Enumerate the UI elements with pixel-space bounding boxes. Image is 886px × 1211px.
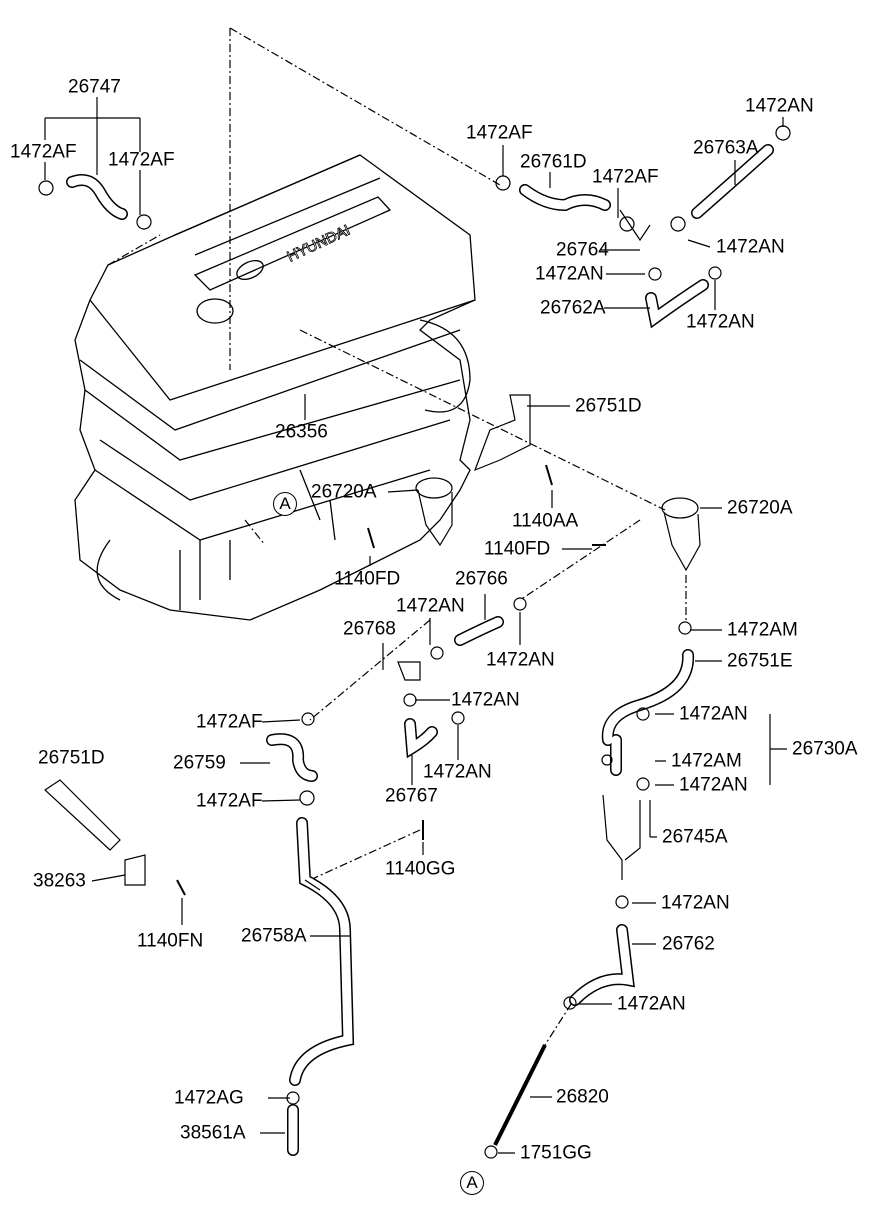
part-number-label: 26720A	[311, 481, 377, 503]
part-number-label: 1472AF	[196, 790, 263, 812]
part-number-label: 1472AF	[592, 166, 659, 188]
part-number-label: 26762	[662, 933, 715, 955]
leader-lines	[44, 97, 787, 1154]
part-number-label: 1472AN	[716, 236, 785, 258]
breather-tube	[493, 794, 641, 1146]
part-number-label: 26751D	[38, 747, 105, 769]
part-number-label: 26730A	[792, 738, 858, 760]
part-number-label: 26766	[455, 568, 508, 590]
part-number-label: 1472AF	[196, 711, 263, 733]
part-number-label: 26763A	[693, 137, 759, 159]
part-number-label: 1472AN	[679, 774, 748, 796]
bolts	[176, 464, 606, 896]
part-number-label: 26745A	[662, 826, 728, 848]
part-number-label: 26768	[343, 618, 396, 640]
part-number-label: 26767	[385, 785, 438, 807]
part-number-label: 1472AN	[661, 892, 730, 914]
part-number-label: 1140FD	[334, 568, 401, 590]
part-number-label: 26758A	[241, 925, 307, 947]
part-number-label: 26720A	[727, 497, 793, 519]
part-number-label: 1140FD	[484, 538, 551, 560]
engine-block	[74, 154, 476, 621]
part-number-label: 26747	[68, 76, 121, 98]
part-number-label: 38561A	[180, 1122, 246, 1144]
part-number-label: 1751GG	[520, 1142, 592, 1164]
guide-lines	[107, 27, 687, 1046]
part-number-label: 1140FN	[137, 930, 204, 952]
part-number-label: 1472AN	[745, 95, 814, 117]
part-number-label: 1140GG	[385, 858, 456, 880]
part-number-label: 26759	[173, 752, 226, 774]
part-number-label: 26751D	[575, 395, 642, 417]
logo-text: HYUNDAI	[285, 222, 353, 266]
part-number-label: 1472AN	[396, 595, 465, 617]
part-number-label: 1472AN	[617, 993, 686, 1015]
part-number-label: 38263	[33, 870, 86, 892]
part-number-label: 1472AF	[108, 149, 175, 171]
part-number-label: 1472AM	[727, 619, 798, 641]
pcv-valves	[397, 209, 701, 681]
part-number-label: 1472AN	[686, 311, 755, 333]
reference-marker: A	[273, 492, 297, 516]
brackets	[44, 394, 531, 891]
part-number-label: 1472AN	[486, 649, 555, 671]
part-number-label: 26761D	[520, 151, 587, 173]
part-number-label: 1472AN	[535, 263, 604, 285]
part-number-label: 1472AN	[423, 761, 492, 783]
part-number-label: 1140AA	[512, 510, 579, 532]
reference-marker: A	[460, 1171, 484, 1195]
part-number-label: 1472AF	[466, 122, 533, 144]
part-number-label: 26356	[275, 421, 328, 443]
part-number-label: 1472AN	[679, 703, 748, 725]
hose-cores	[67, 145, 773, 1155]
part-number-label: 1472AN	[451, 689, 520, 711]
part-number-label: 26820	[556, 1086, 609, 1108]
hose-clamps	[38, 125, 791, 1159]
part-number-label: 1472AM	[671, 750, 742, 772]
part-number-label: 26764	[556, 239, 609, 261]
part-number-label: 26751E	[727, 650, 793, 672]
part-number-label: 1472AG	[174, 1087, 244, 1109]
part-number-label: 26762A	[540, 297, 606, 319]
part-number-label: 1472AF	[10, 141, 77, 163]
